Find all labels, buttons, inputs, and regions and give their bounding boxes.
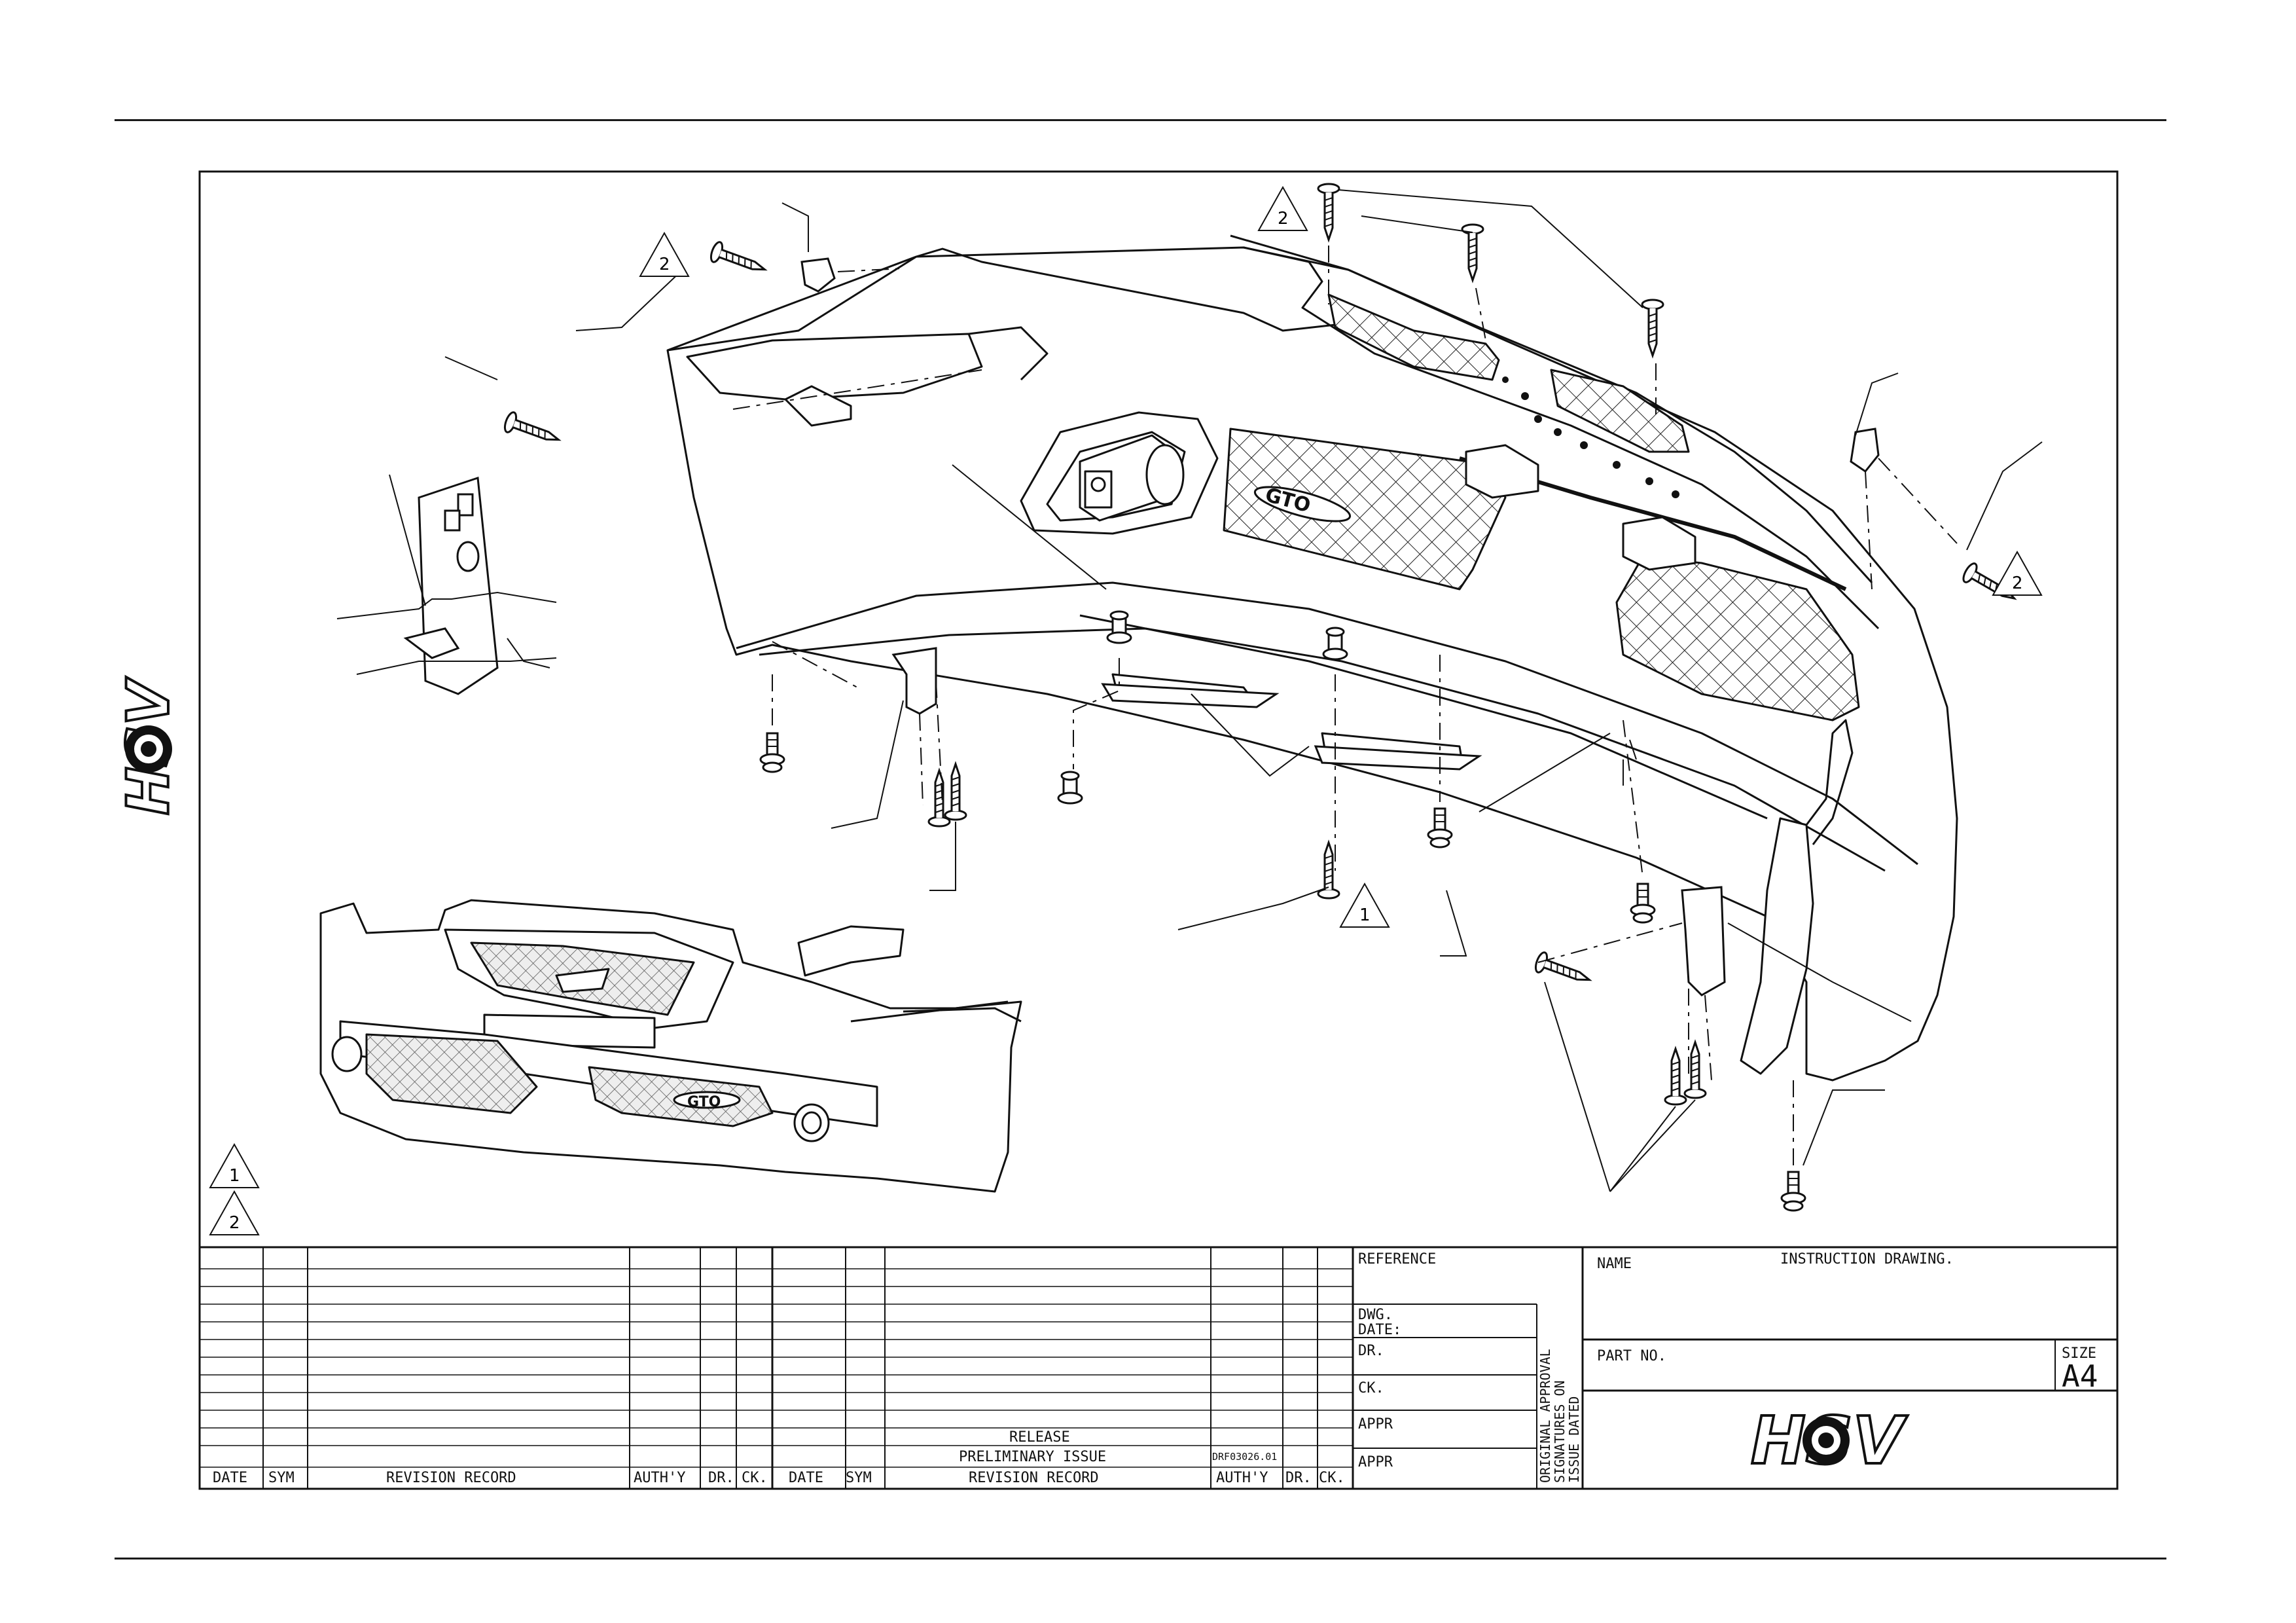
triangle-note-2: 2 [1259, 187, 1307, 230]
svg-text:DWG.: DWG. [1358, 1307, 1393, 1323]
svg-text:DR.: DR. [1358, 1343, 1384, 1359]
part-no-label: PART NO. [1597, 1348, 1666, 1364]
triangle-note-2: 2 [640, 233, 689, 276]
svg-text:1: 1 [1359, 905, 1371, 925]
title-block-hsv-logo: HSV [1751, 1402, 1908, 1479]
svg-text:DR.: DR. [708, 1470, 734, 1486]
svg-text:ISSUE DATED: ISSUE DATED [1566, 1396, 1582, 1483]
svg-text:2: 2 [1278, 209, 1289, 228]
svg-text:1: 1 [229, 1166, 240, 1186]
svg-text:SIGNATURES ON: SIGNATURES ON [1552, 1380, 1568, 1483]
svg-text:GTO: GTO [687, 1094, 721, 1110]
revision-table [200, 1247, 1353, 1489]
svg-text:RELEASE: RELEASE [1009, 1429, 1070, 1446]
legend-note-1: 1 [210, 1144, 259, 1188]
svg-text:CK.: CK. [742, 1470, 768, 1486]
svg-text:ORIGINAL APPROVAL: ORIGINAL APPROVAL [1537, 1349, 1553, 1483]
triangle-note-1: 1 [1340, 884, 1389, 927]
title-block [1353, 1247, 2117, 1489]
svg-text:DATE: DATE [213, 1470, 247, 1486]
svg-text:AUTH'Y: AUTH'Y [1216, 1470, 1268, 1486]
svg-text:REVISION RECORD: REVISION RECORD [386, 1470, 516, 1486]
svg-text:DR.: DR. [1285, 1470, 1312, 1486]
name-label: NAME [1597, 1256, 1632, 1272]
svg-text:DATE: DATE [789, 1470, 823, 1486]
size-value: A4 [2062, 1359, 2098, 1394]
assembled-bumper-view: GTO [321, 900, 1021, 1192]
svg-text:CK.: CK. [1319, 1470, 1345, 1486]
name-value: INSTRUCTION DRAWING. [1780, 1251, 1954, 1267]
svg-text:APPR: APPR [1358, 1416, 1393, 1432]
svg-text:2: 2 [659, 255, 670, 274]
svg-text:SYM: SYM [846, 1470, 872, 1486]
side-hsv-logo: HSV [115, 677, 182, 815]
legend-note-2: 2 [210, 1192, 259, 1235]
svg-text:CK.: CK. [1358, 1380, 1384, 1396]
triangle-note-2: 2 [1993, 552, 2041, 595]
svg-text:SYM: SYM [268, 1470, 295, 1486]
approval-note: ORIGINAL APPROVAL SIGNATURES ON ISSUE DA… [1537, 1349, 1582, 1483]
svg-text:2: 2 [229, 1213, 240, 1233]
svg-text:2: 2 [2012, 574, 2023, 593]
svg-text:AUTH'Y: AUTH'Y [634, 1470, 685, 1486]
revision-headers: DATE SYM REVISION RECORD AUTH'Y DR. CK. … [213, 1429, 1345, 1486]
reference-label: REFERENCE [1358, 1251, 1436, 1267]
svg-text:APPR: APPR [1358, 1454, 1393, 1470]
svg-text:REVISION RECORD: REVISION RECORD [969, 1470, 1099, 1486]
svg-text:DRF03026.01: DRF03026.01 [1212, 1451, 1277, 1463]
svg-text:DATE:: DATE: [1358, 1322, 1401, 1338]
svg-text:PRELIMINARY ISSUE: PRELIMINARY ISSUE [959, 1449, 1106, 1465]
